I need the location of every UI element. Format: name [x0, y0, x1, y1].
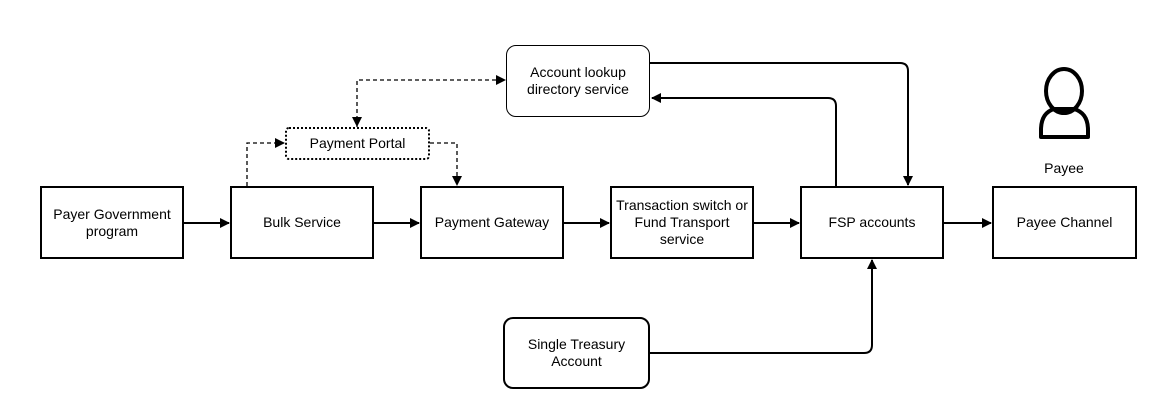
bulk-service-box: Bulk Service — [230, 186, 374, 259]
payee-label: Payee — [1044, 160, 1084, 176]
arrow-lookup-to-fsp — [650, 62, 913, 186]
bulk-service-label: Bulk Service — [263, 214, 341, 230]
arrow-treasury-to-fsp — [650, 259, 877, 354]
transaction-switch-box: Transaction switch or Fund Transport ser… — [610, 186, 754, 259]
person-icon — [1039, 67, 1090, 139]
payee-channel-box: Payee Channel — [992, 186, 1137, 259]
payer-government-program-box: Payer Government program — [40, 186, 184, 259]
transaction-switch-label: Transaction switch or Fund Transport ser… — [616, 197, 748, 247]
account-lookup-directory-box: Account lookup directory service — [506, 45, 650, 117]
arrow-fsp-to-lookup — [651, 93, 837, 186]
dashed-portal-to-gateway — [430, 142, 462, 186]
account-lookup-directory-label: Account lookup directory service — [527, 64, 629, 97]
payment-gateway-box: Payment Gateway — [420, 186, 564, 259]
single-treasury-account-box: Single Treasury Account — [503, 317, 650, 389]
fsp-accounts-label: FSP accounts — [828, 214, 916, 230]
fsp-accounts-box: FSP accounts — [800, 186, 944, 259]
dashed-portal-lookup — [356, 75, 506, 127]
payment-portal-box: Payment Portal — [285, 127, 430, 160]
single-treasury-account-label: Single Treasury Account — [527, 336, 626, 369]
payer-government-program-label: Payer Government program — [53, 205, 171, 239]
dashed-bulk-to-portal — [246, 138, 285, 186]
payee-channel-label: Payee Channel — [1016, 214, 1113, 230]
payment-portal-label: Payment Portal — [309, 135, 406, 151]
payment-gateway-label: Payment Gateway — [434, 214, 550, 230]
